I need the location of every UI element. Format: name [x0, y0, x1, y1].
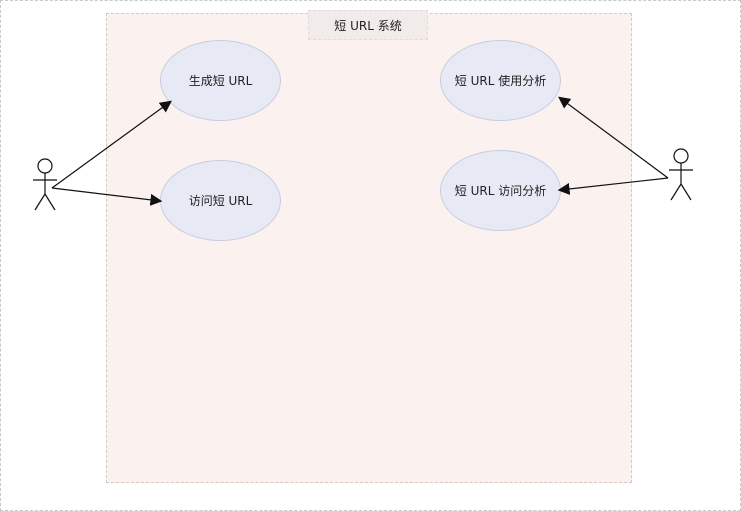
- actor-user-icon: [33, 158, 57, 211]
- usecase-label: 短 URL 使用分析: [454, 74, 547, 88]
- usecase-visit-analysis[interactable]: 短 URL 访问分析: [440, 150, 561, 231]
- usecase-label: 访问短 URL: [188, 194, 253, 208]
- usecase-label: 短 URL 访问分析: [454, 184, 547, 198]
- actor-admin-icon: [669, 148, 693, 201]
- usecase-generate-short-url[interactable]: 生成短 URL: [160, 40, 281, 121]
- usecase-visit-short-url[interactable]: 访问短 URL: [160, 160, 281, 241]
- system-title: 短 URL 系统: [308, 10, 428, 40]
- usecase-usage-analysis[interactable]: 短 URL 使用分析: [440, 40, 561, 121]
- usecase-label: 生成短 URL: [188, 74, 253, 88]
